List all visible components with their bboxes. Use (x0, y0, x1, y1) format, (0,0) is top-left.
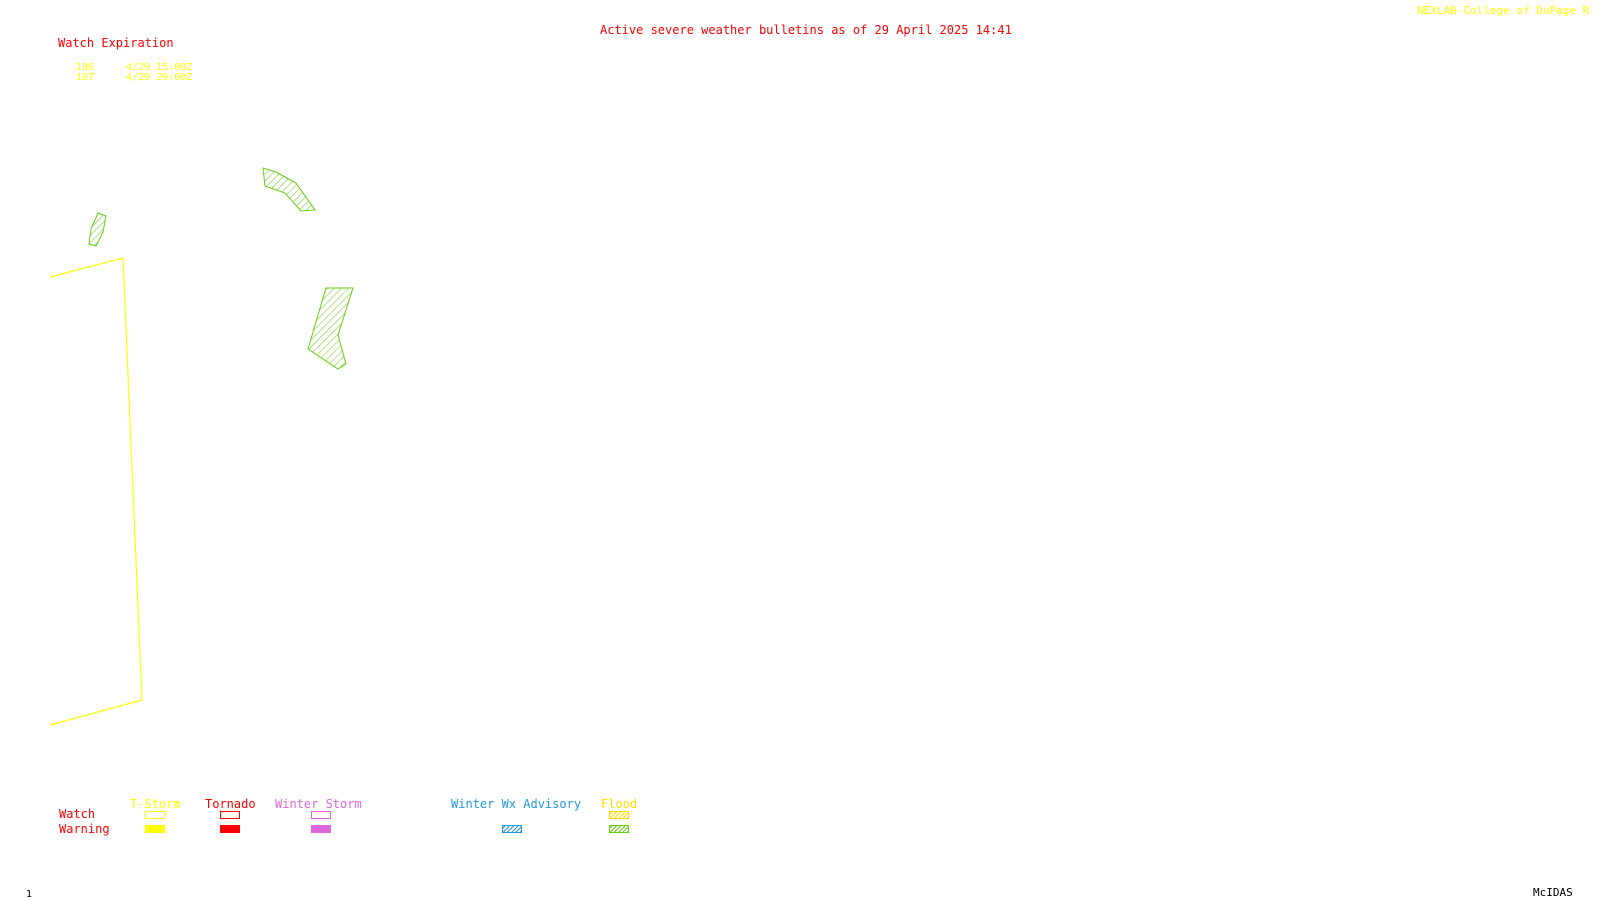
flood-watch-swatch (609, 811, 629, 819)
flood-warning-polygon (307, 287, 354, 370)
watch-number: 186 (76, 62, 95, 73)
software-label: McIDAS (1533, 886, 1573, 899)
legend-winter-storm-label: Winter Storm (275, 797, 362, 811)
legend-tstorm-label: T-Storm (130, 797, 181, 811)
watch-row: 187 4/29 20:00Z (64, 63, 192, 83)
flood-warning-swatch (609, 825, 629, 833)
tornado-warning-swatch (220, 825, 240, 833)
tornado-watch-swatch (220, 811, 240, 819)
legend-watch-row-label: Watch (59, 807, 96, 821)
flood-warning-polygon (262, 167, 316, 212)
winter-wx-advisory-warning-swatch (502, 825, 522, 833)
page-number: 1 (26, 889, 33, 900)
legend-tornado-label: Tornado (205, 797, 256, 811)
watch-expires: 4/29 15:00Z (126, 62, 193, 73)
t-storm-watch-polygon (49, 257, 143, 726)
bulletin-title: Active severe weather bulletins as of 29… (600, 23, 1012, 37)
watch-expiration-title: Watch Expiration (58, 36, 174, 50)
winter-storm-watch-swatch (311, 811, 331, 819)
tstorm-warning-swatch (145, 825, 165, 833)
legend-warning-row-label: Warning (59, 822, 110, 836)
watch-row: 186 4/29 15:00Z (64, 53, 192, 73)
watch-expires: 4/29 20:00Z (126, 72, 193, 83)
legend-flood-label: Flood (601, 797, 638, 811)
tstorm-watch-swatch (145, 811, 165, 819)
legend-winter-wx-advisory-label: Winter Wx Advisory (451, 797, 582, 811)
credit-text: NEXLAB-College of DuPage R (1417, 4, 1590, 17)
flood-warning-polygon (88, 212, 107, 247)
watch-number: 187 (76, 72, 95, 83)
winter-storm-warning-swatch (311, 825, 331, 833)
